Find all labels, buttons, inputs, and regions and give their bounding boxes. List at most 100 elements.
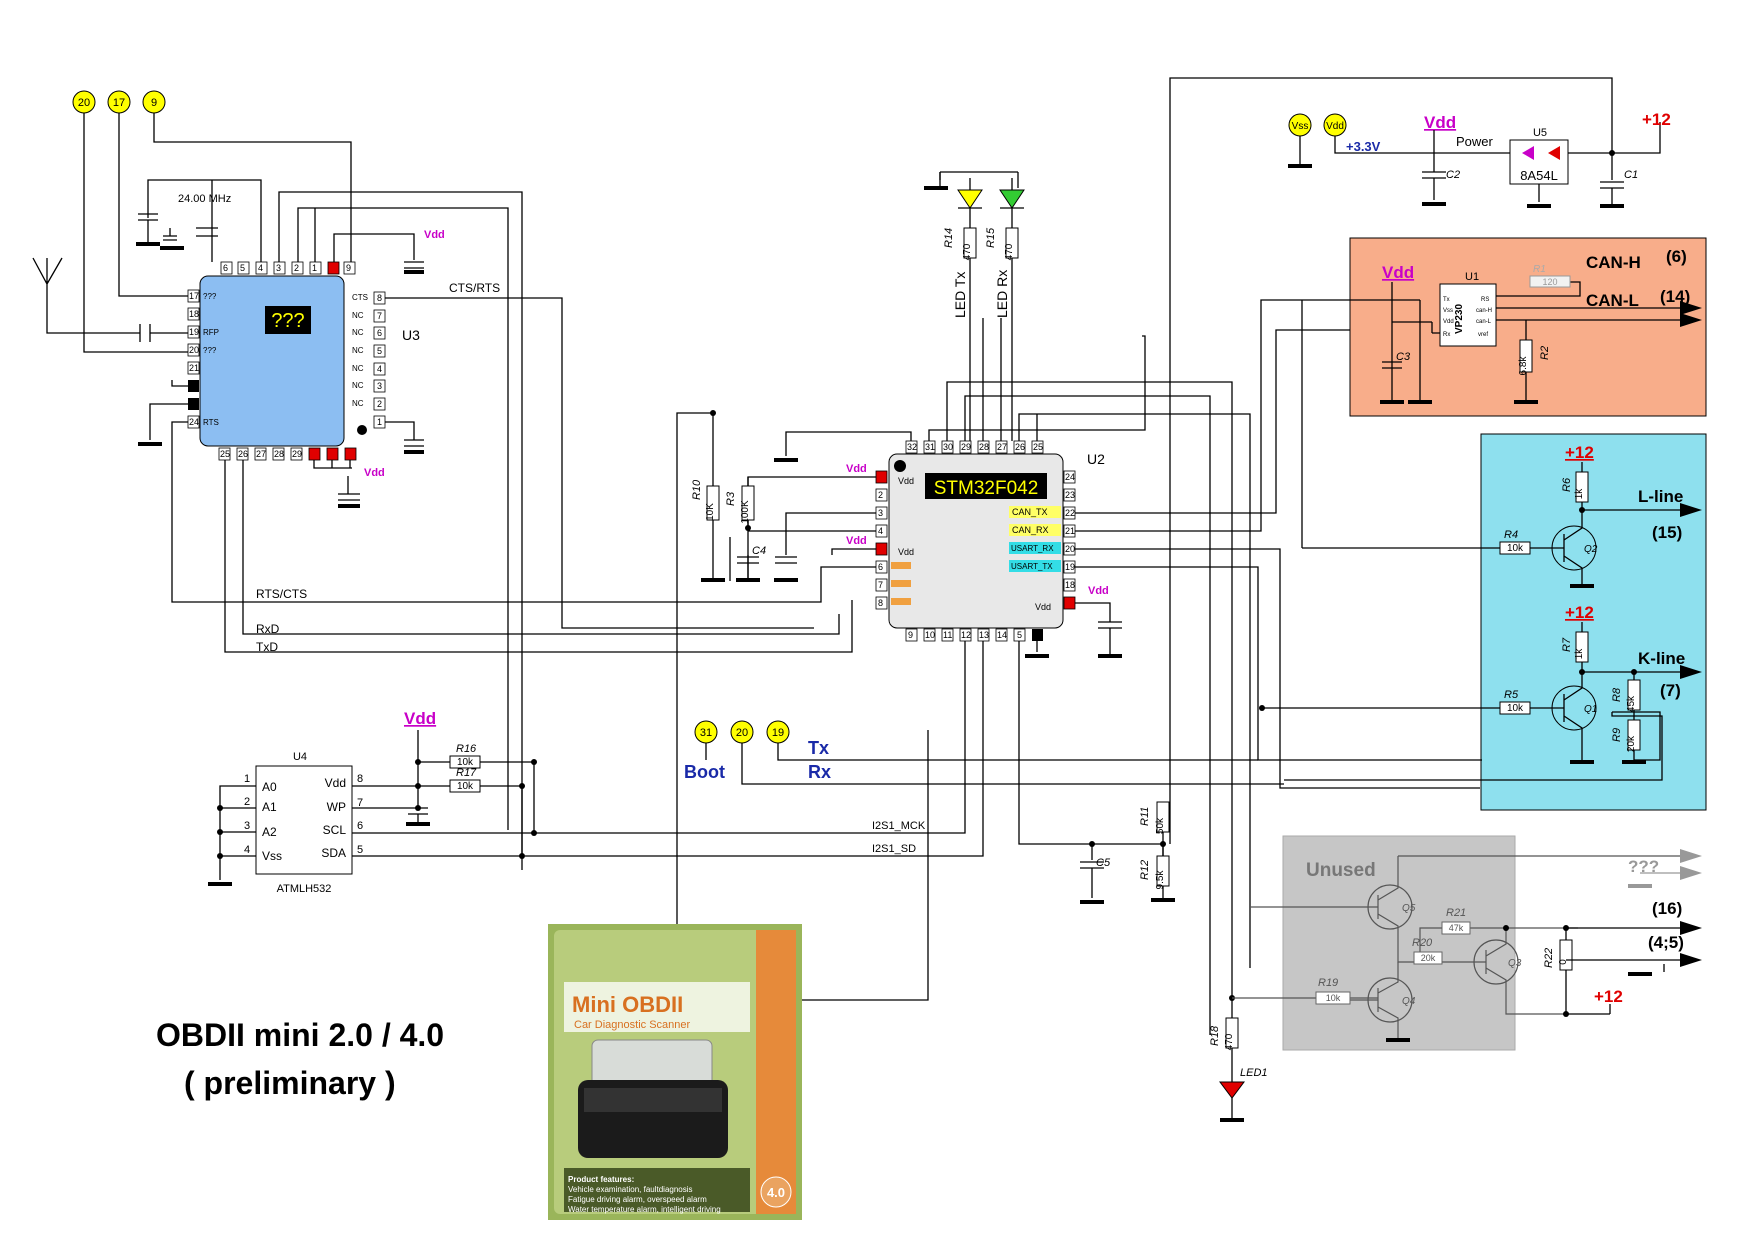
svg-text:26: 26 (1015, 442, 1025, 452)
kline-label: K-line (1638, 649, 1685, 668)
svg-text:3: 3 (878, 508, 883, 518)
net-marker-31: 31 (694, 720, 718, 744)
svg-text:RFP: RFP (203, 328, 219, 337)
u4-vdd-label: Vdd (404, 709, 436, 728)
svg-text:can-L: can-L (1476, 319, 1492, 325)
svg-text:5: 5 (377, 346, 382, 356)
svg-text:3: 3 (276, 263, 281, 273)
u3-vdd-top: Vdd (424, 229, 445, 241)
svg-text:20: 20 (78, 97, 90, 109)
svg-text:31: 31 (925, 442, 935, 452)
svg-text:R16: R16 (456, 743, 477, 755)
svg-text:17: 17 (189, 291, 199, 301)
u2-vdd-1: Vdd (846, 463, 867, 475)
u2-vdd-17: Vdd (1088, 585, 1109, 597)
svg-text:R8: R8 (1611, 687, 1623, 702)
svg-text:10k: 10k (1507, 543, 1524, 554)
svg-text:8A54L: 8A54L (1520, 168, 1558, 183)
svg-text:29: 29 (292, 449, 302, 459)
svg-text:RTS: RTS (203, 418, 219, 427)
svg-text:R17: R17 (456, 767, 477, 779)
svg-text:1: 1 (377, 417, 382, 427)
vdd-marker: Vdd (1323, 113, 1347, 137)
svg-text:12: 12 (961, 630, 971, 640)
svg-text:26: 26 (238, 449, 248, 459)
svg-text:8: 8 (357, 773, 363, 785)
led-tx-label: LED Tx (952, 272, 968, 318)
svg-text:C4: C4 (752, 545, 766, 557)
svg-text:R5: R5 (1504, 689, 1519, 701)
svg-text:32: 32 (907, 442, 917, 452)
svg-text:Vdd: Vdd (325, 776, 346, 790)
svg-text:(7): (7) (1660, 681, 1681, 700)
rtscts-label: RTS/CTS (256, 587, 307, 601)
svg-text:18: 18 (1065, 580, 1075, 590)
u3-chip: ??? U3 6 5 4 3 2 1 9 8 7 6 5 4 3 2 1 CTS… (187, 261, 420, 461)
svg-text:Rx: Rx (1443, 332, 1450, 338)
svg-text:7: 7 (357, 797, 363, 809)
svg-text:6.8k: 6.8k (1518, 356, 1529, 376)
svg-text:18: 18 (189, 309, 199, 319)
antenna-capacitor (139, 324, 151, 342)
svg-text:1: 1 (244, 773, 250, 785)
svg-text:23: 23 (189, 399, 199, 409)
svg-text:NC: NC (352, 311, 364, 320)
power-v12-label: +12 (1642, 110, 1671, 129)
led-rx-label: LED Rx (994, 270, 1010, 318)
svg-text:1k: 1k (1574, 488, 1585, 500)
svg-text:RS: RS (1481, 297, 1489, 303)
svg-text:LED1: LED1 (1240, 1067, 1268, 1079)
svg-text:20: 20 (736, 727, 748, 739)
svg-text:9: 9 (346, 263, 351, 273)
u1-transceiver (1439, 283, 1497, 347)
svg-text:R11: R11 (1139, 807, 1151, 826)
svg-text:2: 2 (377, 399, 382, 409)
u2-vdd-5: Vdd (846, 535, 867, 547)
svg-text:NC: NC (352, 399, 364, 408)
svg-text:Vss: Vss (1443, 308, 1453, 314)
svg-text:CAN_TX: CAN_TX (1012, 507, 1048, 517)
unused-out-16: (16) (1652, 899, 1682, 918)
svg-text:6: 6 (377, 328, 382, 338)
svg-text:can-H: can-H (1476, 308, 1492, 314)
svg-text:R4: R4 (1504, 529, 1518, 541)
power-vdd-label: Vdd (1424, 113, 1456, 132)
svg-text:120: 120 (1542, 277, 1557, 287)
svg-text:R15: R15 (985, 227, 997, 248)
svg-text:NC: NC (352, 364, 364, 373)
svg-text:20k: 20k (1626, 735, 1637, 752)
svg-text:Q1: Q1 (1584, 704, 1597, 715)
svg-text:25: 25 (1033, 442, 1043, 452)
svg-text:10K: 10K (705, 503, 716, 521)
svg-text:5: 5 (240, 263, 245, 273)
i2s-sd-label: I2S1_SD (872, 843, 916, 855)
svg-text:WP: WP (327, 800, 346, 814)
svg-text:10k: 10k (457, 781, 474, 792)
net-marker-17: 17 (107, 90, 131, 114)
svg-text:CTS: CTS (352, 293, 368, 302)
svg-text:9: 9 (151, 97, 157, 109)
svg-text:Q5: Q5 (1402, 903, 1416, 914)
svg-text:45k: 45k (1626, 695, 1637, 712)
svg-text:9: 9 (908, 630, 913, 640)
svg-text:17: 17 (113, 97, 125, 109)
svg-text:A1: A1 (262, 800, 277, 814)
unused-v12: +12 (1594, 987, 1623, 1006)
svg-text:6: 6 (357, 820, 363, 832)
net-marker-9: 9 (142, 90, 166, 114)
net-marker-19: 19 (766, 720, 790, 744)
svg-text:28: 28 (274, 449, 284, 459)
svg-text:13: 13 (979, 630, 989, 640)
i2s-mck-label: I2S1_MCK (872, 820, 926, 832)
svg-text:USART_TX: USART_TX (1011, 562, 1053, 571)
svg-text:20k: 20k (1421, 953, 1436, 963)
u4-eeprom: U4 ATMLH532 A0 A1 A2 Vss Vdd WP SCL SDA … (244, 751, 363, 895)
svg-text:USART_RX: USART_RX (1011, 544, 1054, 553)
svg-text:10k: 10k (1326, 993, 1341, 1003)
svg-text:20: 20 (1065, 544, 1075, 554)
tx-label: Tx (808, 738, 829, 758)
unused-label: Unused (1306, 860, 1376, 881)
u3-ref: U3 (402, 327, 420, 343)
u3-name: ??? (271, 310, 304, 332)
